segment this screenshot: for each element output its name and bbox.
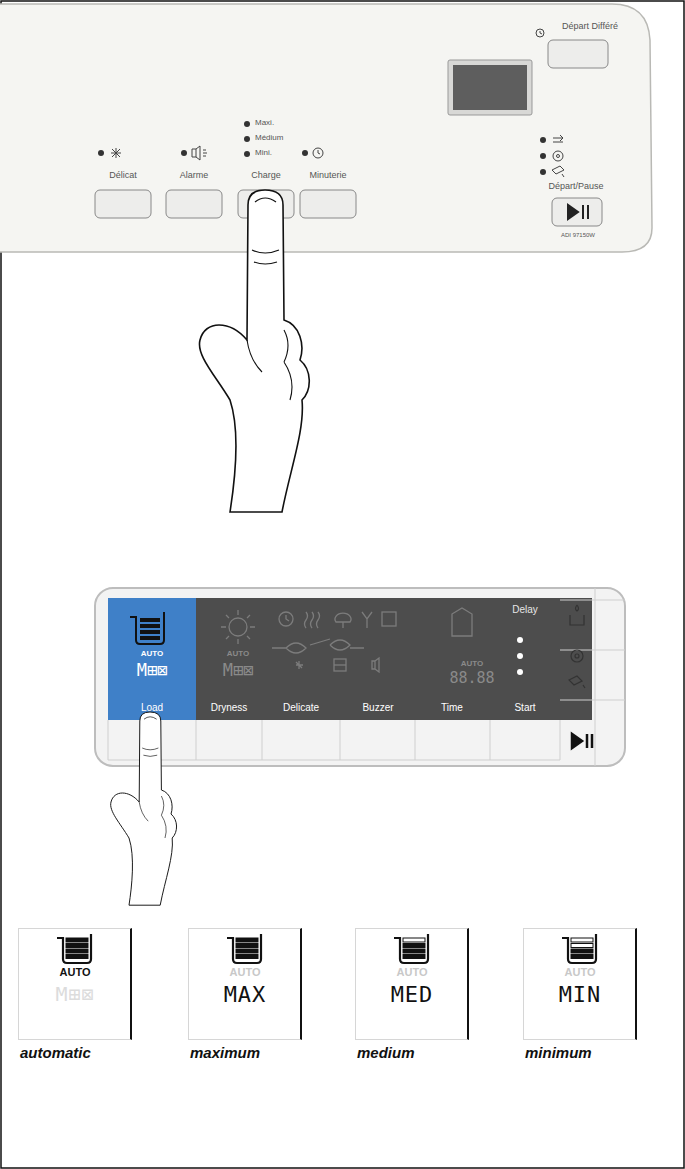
display-text: M⊞⊠ <box>223 661 254 680</box>
panel-label: Alarme <box>180 171 209 181</box>
basket-icon <box>188 928 302 968</box>
auto-indicator: AUTO <box>188 966 302 978</box>
button-label: Dryness <box>211 702 248 713</box>
auto-indicator: AUTO <box>523 966 637 978</box>
basket-icon <box>18 928 132 968</box>
load-readout: MIN <box>523 982 637 1007</box>
display-text: 88.88 <box>449 670 494 687</box>
display-text: AUTO <box>461 660 484 669</box>
option-caption: minimum <box>525 1044 637 1061</box>
display-text: AUTO <box>141 650 164 659</box>
panel-label: Maxi. <box>255 119 274 128</box>
panel-label: Charge <box>251 171 281 181</box>
panel-label: Délicat <box>109 171 137 181</box>
panel-label: Départ/Pause <box>548 182 603 192</box>
button-label: Start <box>514 702 535 713</box>
load-readout: M⊞⊠ <box>18 982 132 1006</box>
pressing-hand <box>199 190 309 512</box>
load-readout: MAX <box>188 982 302 1007</box>
panel-label: Mini. <box>255 149 272 158</box>
option-caption: automatic <box>20 1044 132 1061</box>
option-caption: medium <box>357 1044 469 1061</box>
panel-label: Médium <box>255 134 283 143</box>
display-text: Delay <box>512 604 538 615</box>
basket-icon <box>523 928 637 968</box>
load-option-box: AUTO MIN minimum <box>523 928 637 1061</box>
button-label: Delicate <box>283 702 319 713</box>
panel-label: Minuterie <box>309 171 346 181</box>
load-option-box: AUTO M⊞⊠ automatic <box>18 928 132 1061</box>
panel-label: ADI 97150W <box>561 232 595 239</box>
control-panel <box>95 588 625 766</box>
basket-icon <box>355 928 469 968</box>
button-label: Load <box>141 702 163 713</box>
auto-indicator: AUTO <box>355 966 469 978</box>
display-text: AUTO <box>227 650 250 659</box>
appliance-panel <box>0 4 652 252</box>
button-label: Time <box>441 702 463 713</box>
load-readout: MED <box>355 982 469 1007</box>
pressing-hand <box>111 712 177 905</box>
button-label: Buzzer <box>362 702 393 713</box>
display-text: M⊞⊠ <box>137 661 168 680</box>
auto-indicator: AUTO <box>18 966 132 978</box>
option-caption: maximum <box>190 1044 302 1061</box>
panel-label: Départ Différé <box>562 22 618 32</box>
load-option-box: AUTO MAX maximum <box>188 928 302 1061</box>
load-option-box: AUTO MED medium <box>355 928 469 1061</box>
